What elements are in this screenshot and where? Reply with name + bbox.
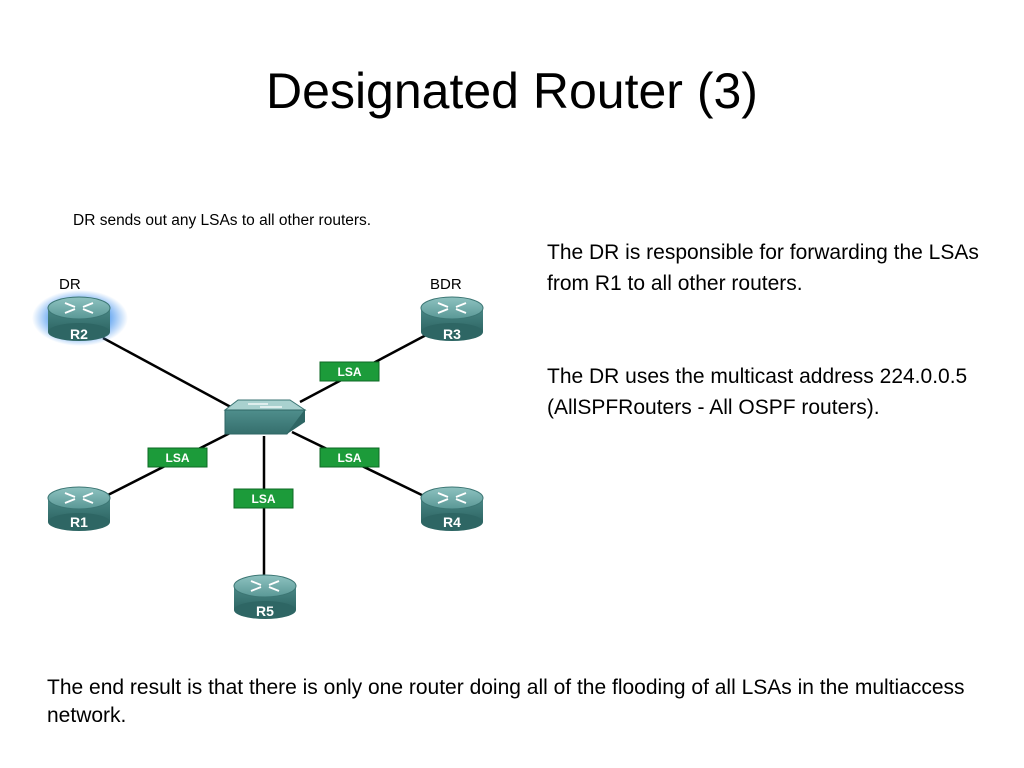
router-r5: R5 [233, 574, 297, 619]
lsa-tag-label: LSA [338, 451, 362, 465]
router-arrows-icon [437, 302, 467, 314]
link-r2-switch [102, 336, 241, 414]
router-r3: R3 [420, 296, 484, 342]
router-r1-label: R1 [70, 514, 88, 530]
router-r1: R1 [47, 486, 111, 531]
bdr-role-label: BDR [430, 276, 462, 293]
router-r3-label: R3 [443, 326, 461, 342]
router-r4: R4 [420, 486, 484, 531]
multicast-address-paragraph: The DR uses the multicast address 224.0.… [547, 365, 968, 419]
router-arrows-icon [250, 580, 280, 592]
lsa-tag-to-r1: LSA [147, 447, 208, 468]
lsa-tag-to-r4: LSA [319, 447, 380, 468]
router-r5-label: R5 [256, 603, 274, 619]
lsa-tag-to-r5: LSA [233, 488, 294, 509]
dr-role-label: DR [59, 276, 81, 293]
router-r4-label: R4 [443, 514, 461, 530]
router-arrows-icon [64, 302, 94, 314]
slide-title: Designated Router (3) [266, 63, 758, 119]
lsa-tag-label: LSA [166, 451, 190, 465]
lsa-tag-label: LSA [252, 492, 276, 506]
lsa-tag-label: LSA [338, 365, 362, 379]
diagram-caption: DR sends out any LSAs to all other route… [73, 212, 372, 229]
router-arrows-icon [64, 492, 94, 504]
switch [223, 399, 307, 435]
conclusion-text: The end result is that there is only one… [47, 676, 965, 727]
lsa-tag-to-r3: LSA [319, 361, 380, 382]
router-arrows-icon [437, 492, 467, 504]
router-r2-label: R2 [70, 326, 88, 342]
dr-forwarding-paragraph: The DR is responsible for forwarding the… [547, 241, 979, 295]
router-r2: R2 [32, 290, 128, 346]
